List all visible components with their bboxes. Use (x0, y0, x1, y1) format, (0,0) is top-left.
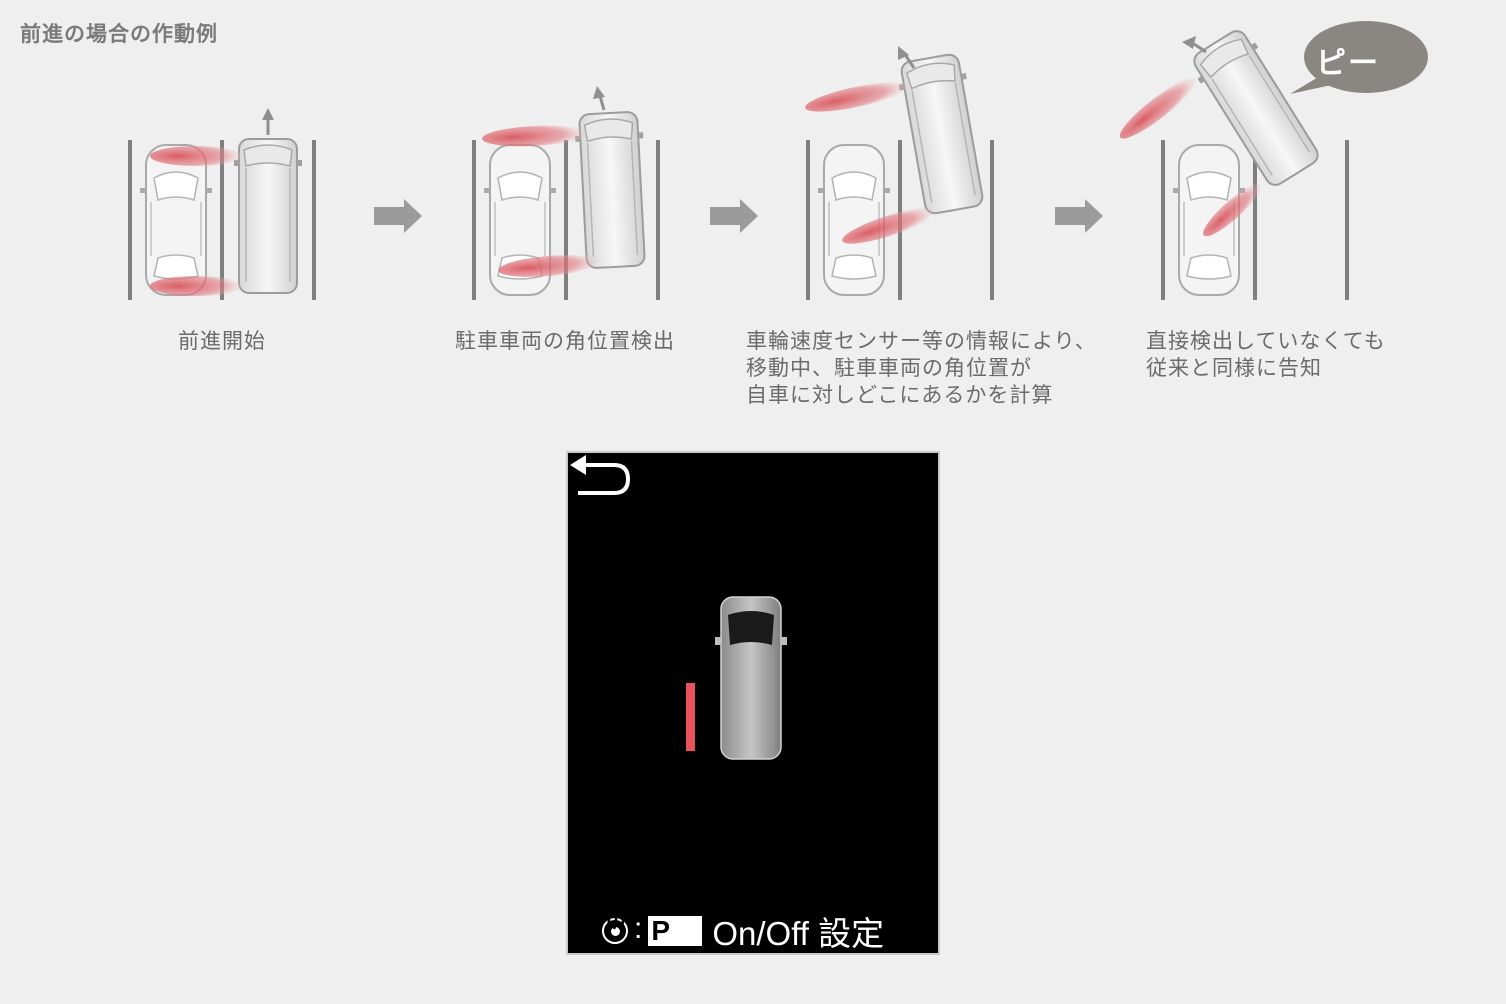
steps-diagram (128, 21, 1428, 300)
flow-arrow-icon (374, 199, 422, 233)
sound-bubble-text: ピー (1316, 46, 1380, 81)
return-arrow-icon[interactable] (568, 453, 634, 497)
flow-arrow-icon (1055, 199, 1103, 233)
flow-arrow-icon (710, 199, 758, 233)
step-4-illustration (1119, 21, 1428, 300)
step-3-caption: 車輪速度センサー等の情報により、 移動中、駐車車両の角位置が 自車に対しどこにあ… (746, 329, 1097, 407)
sound-bubble (1290, 21, 1428, 94)
parking-sensor-letter: P (651, 915, 671, 946)
step-2-caption: 駐車車両の角位置検出 (455, 329, 675, 353)
step-4-caption: 直接検出していなくても 従来と同様に告知 (1146, 329, 1386, 380)
display-graphics (686, 596, 787, 760)
colon-separator: : (634, 912, 643, 945)
parking-sensor-icon: P (605, 910, 703, 946)
page-title: 前進の場合の作動例 (20, 22, 218, 46)
step-3-illustration (805, 46, 994, 300)
left-warning-indicator (686, 683, 695, 751)
settings-hint-bar: : P On/Off 設定 (602, 909, 884, 953)
sensor-waves-icon (605, 910, 625, 930)
multi-info-display: : P On/Off 設定 (566, 451, 940, 955)
step-1-illustration (128, 108, 316, 300)
onoff-setting-label: On/Off 設定 (712, 915, 885, 952)
step-1-caption: 前進開始 (178, 329, 266, 353)
own-vehicle-icon (715, 596, 787, 760)
step-2-illustration (472, 86, 660, 300)
